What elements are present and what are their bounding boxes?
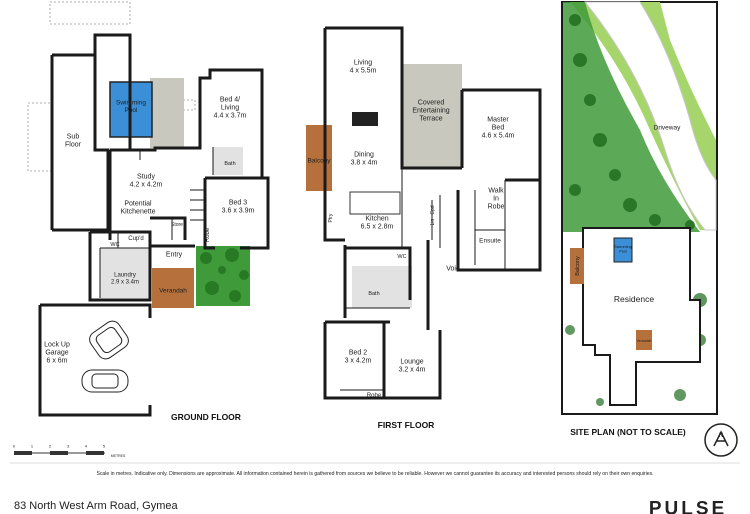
first-floor-void-label: Void — [446, 265, 460, 272]
site-plan-residence-label: Residence — [614, 294, 654, 304]
ground-floor-scale-ticks-5-label: 5 — [103, 443, 106, 448]
ground-floor-verandah-label: Verandah — [159, 287, 187, 294]
ground-floor-scale-ticks-1-label: 1 — [31, 443, 34, 448]
garage-car-icons — [81, 320, 129, 393]
ground-floor-scale-ticks-2-label: 2 — [49, 443, 52, 448]
disclaimer-label: Scale in metres. Indicative only. Dimens… — [96, 471, 653, 477]
residence-outline — [582, 227, 701, 406]
site-balcony — [570, 248, 584, 284]
site-plan-caption-label: SITE PLAN (NOT TO SCALE) — [570, 427, 686, 437]
ground-floor-caption-label: GROUND FLOOR — [171, 412, 241, 422]
site-plan — [561, 1, 718, 415]
site-garden — [563, 2, 700, 232]
ground-floor-robe-label: Robe — [205, 227, 211, 242]
first-floor-balcony — [306, 125, 332, 191]
ground-floor-store-label: Store — [171, 222, 183, 228]
first-floor-balcony-label: Balcony — [307, 157, 331, 164]
ground-floor-plan — [14, 1, 270, 455]
address-label: 83 North West Arm Road, Gymea — [14, 500, 179, 512]
site-plan-verandah-label: Verandah — [637, 339, 652, 343]
verandah — [152, 268, 194, 308]
driveway — [583, 1, 717, 231]
ground-floor-scale-unit-label: METRES — [111, 454, 126, 458]
first-floor-lin-label: Lin — [430, 218, 436, 225]
covered-terrace — [402, 64, 462, 168]
site-verandah — [636, 330, 652, 350]
first-floor-caption-label: FIRST FLOOR — [378, 420, 435, 430]
first-floor-cpd-label: Cpd — [430, 205, 436, 214]
first-floor-ptry-label: Ptry — [328, 213, 334, 222]
compass-badge — [704, 423, 738, 457]
ground-floor-bath-label: Bath — [224, 161, 235, 167]
site-pool — [613, 237, 633, 263]
ground-floor-scale-ticks-3-label: 3 — [67, 443, 70, 448]
site-plan-driveway-label: Driveway — [654, 124, 681, 131]
ground-floor-entry-label: Entry — [166, 251, 183, 258]
ground-floor-scale-ticks-0-label: 0 — [13, 443, 16, 448]
ground-floor-cupd-label: Cup'd — [128, 236, 144, 242]
first-floor-wc-label: WC — [397, 254, 406, 260]
first-floor-fp-label: FP — [361, 119, 369, 125]
ground-floor-wc-label: WC — [110, 242, 119, 248]
scale-bar — [14, 451, 105, 455]
brand-label: PULSE — [649, 499, 727, 514]
first-floor-bath-label: Bath — [368, 291, 379, 297]
site-plan-balcony-label: Balcony — [575, 256, 581, 276]
first-floor-plan — [306, 26, 542, 400]
kitchen-island — [349, 191, 401, 215]
compass-label: N — [719, 433, 723, 439]
fireplace — [352, 112, 378, 126]
first-floor-robe-label: Robe — [367, 393, 382, 399]
first-floor-ensuite-label: Ensuite — [479, 237, 501, 244]
ground-floor-scale-ticks-4-label: 4 — [85, 443, 88, 448]
pool-surround — [150, 78, 184, 148]
